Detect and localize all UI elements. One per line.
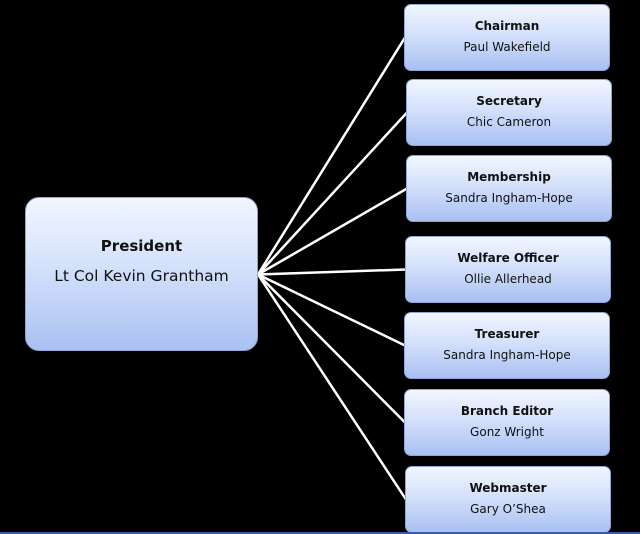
member-title: Chairman — [474, 19, 540, 33]
member-box-branch-editor: Branch Editor Gonz Wright — [404, 389, 610, 456]
member-title: Welfare Officer — [457, 251, 559, 265]
member-title: Branch Editor — [460, 404, 554, 418]
member-title: Secretary — [476, 94, 542, 108]
connector-line — [257, 111, 408, 276]
connector-line — [257, 268, 407, 276]
member-box-secretary: Secretary Chic Cameron — [406, 79, 612, 146]
president-box: President Lt Col Kevin Grantham — [25, 197, 258, 351]
president-title: President — [100, 237, 183, 255]
member-name: Gonz Wright — [470, 425, 544, 439]
member-name: Ollie Allerhead — [464, 272, 552, 286]
member-name: Sandra Ingham-Hope — [443, 348, 571, 362]
member-name: Paul Wakefield — [463, 40, 551, 54]
member-title: Webmaster — [469, 481, 547, 495]
connector-line — [257, 273, 406, 424]
connector-line — [256, 36, 407, 276]
member-name: Chic Cameron — [466, 115, 552, 129]
connector-line — [257, 273, 406, 347]
president-name: Lt Col Kevin Grantham — [54, 267, 229, 285]
connector-line — [256, 273, 408, 501]
member-box-membership: Membership Sandra Ingham-Hope — [406, 155, 612, 222]
member-title: Treasurer — [474, 327, 540, 341]
member-box-welfare-officer: Welfare Officer Ollie Allerhead — [405, 236, 611, 303]
connector-line — [257, 187, 408, 276]
member-title: Membership — [467, 170, 551, 184]
member-name: Sandra Ingham-Hope — [445, 191, 573, 205]
bottom-border — [0, 532, 640, 534]
member-name: Gary O’Shea — [470, 502, 546, 516]
member-box-webmaster: Webmaster Gary O’Shea — [405, 466, 611, 533]
member-box-treasurer: Treasurer Sandra Ingham-Hope — [404, 312, 610, 379]
member-box-chairman: Chairman Paul Wakefield — [404, 4, 610, 71]
